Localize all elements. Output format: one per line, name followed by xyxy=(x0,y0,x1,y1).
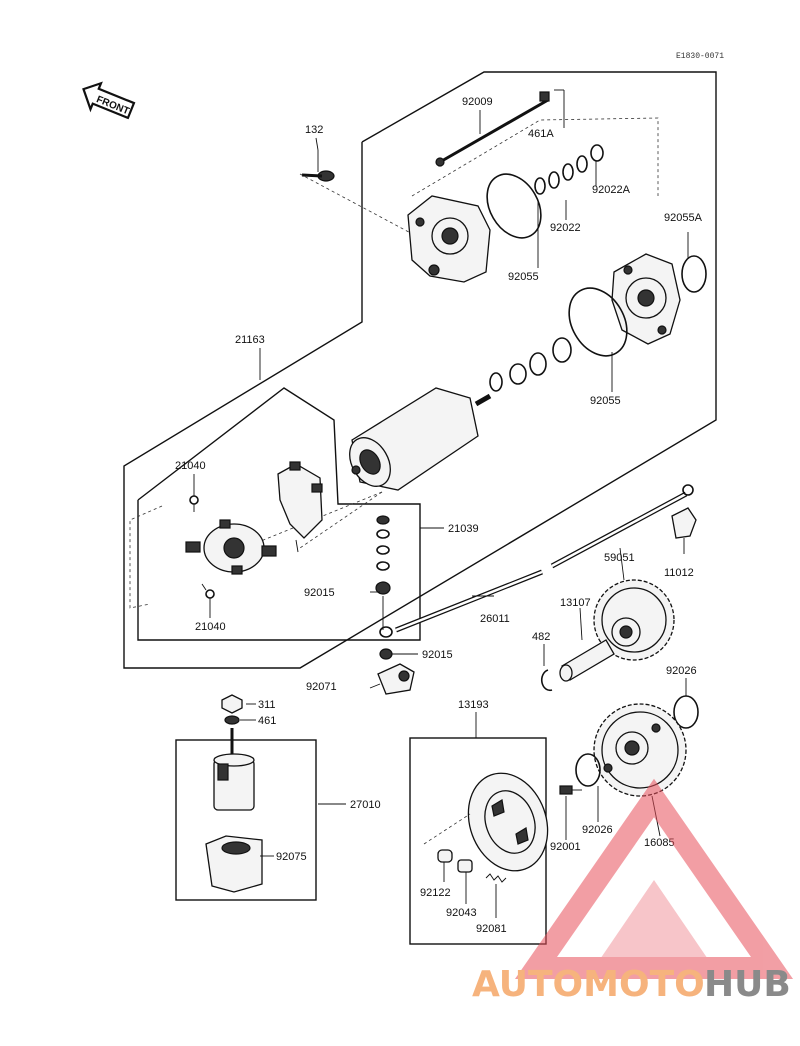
solenoid-switch xyxy=(213,728,255,811)
label-92081: 92081 xyxy=(476,923,507,935)
label-461: 461 xyxy=(258,715,276,727)
spring-21040-top xyxy=(189,495,199,512)
label-27010: 27010 xyxy=(350,799,381,811)
spring-92081 xyxy=(485,873,507,883)
watermark-text-hub: HUB xyxy=(704,964,791,1005)
idle-gear-59051 xyxy=(593,579,675,661)
label-92022A: 92022A xyxy=(592,184,631,196)
label-21040-bottom: 21040 xyxy=(195,621,226,633)
label-92122: 92122 xyxy=(420,887,451,899)
one-way-clutch-13193 xyxy=(467,772,549,872)
label-92009: 92009 xyxy=(462,96,493,108)
roller-92122 xyxy=(437,849,453,863)
armature-guide-1 xyxy=(299,491,383,549)
front-arrow-icon: FRONT xyxy=(82,81,136,120)
spring-21040-bottom xyxy=(201,583,215,599)
label-21163: 21163 xyxy=(235,334,265,346)
terminal-insulator-stack xyxy=(375,515,393,660)
cover-guide-dash xyxy=(411,117,659,197)
terminal-cap-11012 xyxy=(671,507,697,554)
bolt-92001 xyxy=(559,785,582,795)
brush-holder-plate xyxy=(277,461,323,553)
assembly-outline-21039 xyxy=(137,387,421,641)
label-13193: 13193 xyxy=(458,699,489,711)
solenoid-box-27010 xyxy=(175,739,317,901)
label-92026-right: 92026 xyxy=(666,665,697,677)
through-bolt-92009 xyxy=(435,98,549,167)
label-482: 482 xyxy=(532,631,550,643)
label-92075: 92075 xyxy=(276,851,307,863)
bolt-132 xyxy=(301,150,335,182)
watermark-text-automoto: AUTOMOTO xyxy=(472,964,705,1005)
washer-461 xyxy=(224,715,240,725)
o-ring-92055A xyxy=(681,255,707,293)
label-92015-a: 92015 xyxy=(304,587,335,599)
label-92001: 92001 xyxy=(550,841,581,853)
label-26011: 26011 xyxy=(480,613,510,625)
brush-guide-dash xyxy=(129,505,163,609)
brush-assembly xyxy=(185,519,277,575)
idle-gear-shaft-13107 xyxy=(559,639,615,682)
nut-311 xyxy=(221,694,243,714)
motor-yoke-armature xyxy=(349,387,492,491)
label-16085: 16085 xyxy=(644,837,675,849)
starter-cable-26011 xyxy=(395,484,694,633)
label-59051: 59051 xyxy=(604,552,635,564)
solenoid-cover-92075 xyxy=(205,835,263,893)
label-92055A: 92055A xyxy=(664,212,703,224)
rear-end-cover xyxy=(611,253,681,345)
o-ring-92055-top xyxy=(486,173,542,239)
label-13107: 13107 xyxy=(560,597,591,609)
clutch-guide-1 xyxy=(423,813,471,845)
circlip-482 xyxy=(541,669,553,692)
nut-461A xyxy=(539,89,565,114)
label-21040-top: 21040 xyxy=(175,460,206,472)
front-cover-bracket xyxy=(407,195,491,283)
label-92055-mid: 92055 xyxy=(590,395,621,407)
shims-92022 xyxy=(534,144,604,195)
o-ring-92055-mid xyxy=(568,287,628,357)
label-92071: 92071 xyxy=(306,681,337,693)
label-11012: 11012 xyxy=(664,567,694,579)
label-92022: 92022 xyxy=(550,222,581,234)
label-92015-b: 92015 xyxy=(422,649,453,661)
plunger-92043 xyxy=(457,859,473,873)
bolt-132-guide xyxy=(299,173,421,239)
label-21039: 21039 xyxy=(448,523,479,535)
label-92026-left: 92026 xyxy=(582,824,613,836)
drawing-code: E1830-0071 xyxy=(676,52,724,61)
armature-shims xyxy=(489,337,572,392)
label-92043: 92043 xyxy=(446,907,477,919)
label-311: 311 xyxy=(258,699,276,711)
washer-92026-left xyxy=(575,753,601,787)
label-461A: 461A xyxy=(528,128,554,140)
label-132: 132 xyxy=(305,124,323,136)
starter-clutch-gear-16085 xyxy=(593,703,687,797)
terminal-boot-92071 xyxy=(377,663,415,695)
watermark-logo-icon xyxy=(514,778,794,979)
label-92055-top: 92055 xyxy=(508,271,539,283)
assembly-outline-21163 xyxy=(123,71,717,669)
